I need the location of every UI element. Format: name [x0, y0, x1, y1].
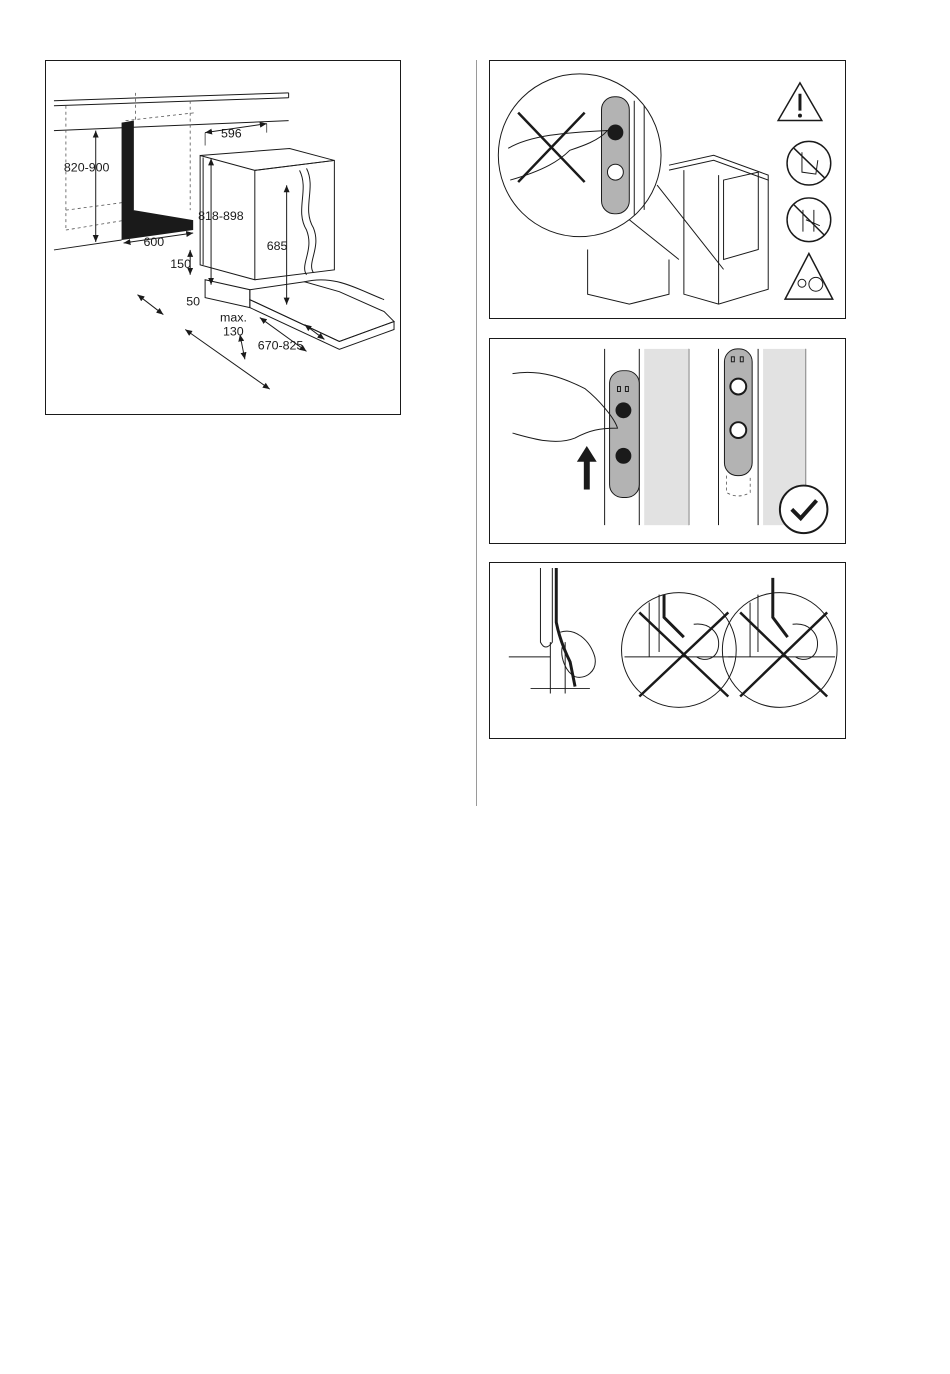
magnifier-circle: [498, 74, 661, 237]
dimensions-drawing: 820-900 596 600 818-898 685 150 50 max. …: [46, 61, 400, 414]
warning-drawing: [490, 61, 845, 318]
dim-max-value: 130: [223, 324, 244, 338]
cabinet-side-left: [644, 349, 689, 525]
countertop: [54, 93, 289, 131]
dim-appliance-width: 596: [221, 127, 242, 141]
wrong-cross-icon: [518, 113, 584, 182]
column-divider: [476, 60, 477, 806]
check-circle-icon: [780, 486, 828, 534]
hinge-plate-left: [610, 371, 640, 498]
hinge-plate: [602, 97, 630, 214]
installation-dimensions-diagram: 820-900 596 600 818-898 685 150 50 max. …: [45, 60, 401, 415]
dim-door-height: 685: [267, 239, 288, 253]
no-children-icon: [787, 198, 831, 242]
door-gap-diagram: [489, 562, 846, 739]
dim-niche-height: 820-900: [64, 160, 110, 174]
door-gap-wrong-2: [722, 578, 837, 708]
no-pinch-icon: [785, 254, 833, 300]
hand: [513, 372, 618, 441]
hinge-adjust-correct-diagram: [489, 338, 846, 544]
dim-plinth-offset: 50: [186, 295, 200, 309]
hinge-plate-right: [724, 349, 752, 476]
no-touch-icon: [787, 141, 831, 185]
gap-drawing: [490, 563, 845, 738]
cabinet-side-wall: [122, 121, 194, 240]
dim-plinth-height: 150: [170, 257, 191, 271]
dim-appliance-height: 818-898: [198, 209, 244, 223]
warning-triangle-icon: [778, 83, 822, 121]
door-gap-correct: [509, 568, 595, 694]
dim-door-range: 670-825: [258, 338, 304, 352]
dim-max-label: max.: [220, 311, 247, 325]
door-gap-wrong-1: [622, 593, 737, 708]
dim-niche-depth: 600: [143, 235, 164, 249]
up-arrow-icon: [577, 446, 597, 490]
correct-drawing: [490, 339, 845, 543]
hinge-warning-diagram: [489, 60, 846, 319]
